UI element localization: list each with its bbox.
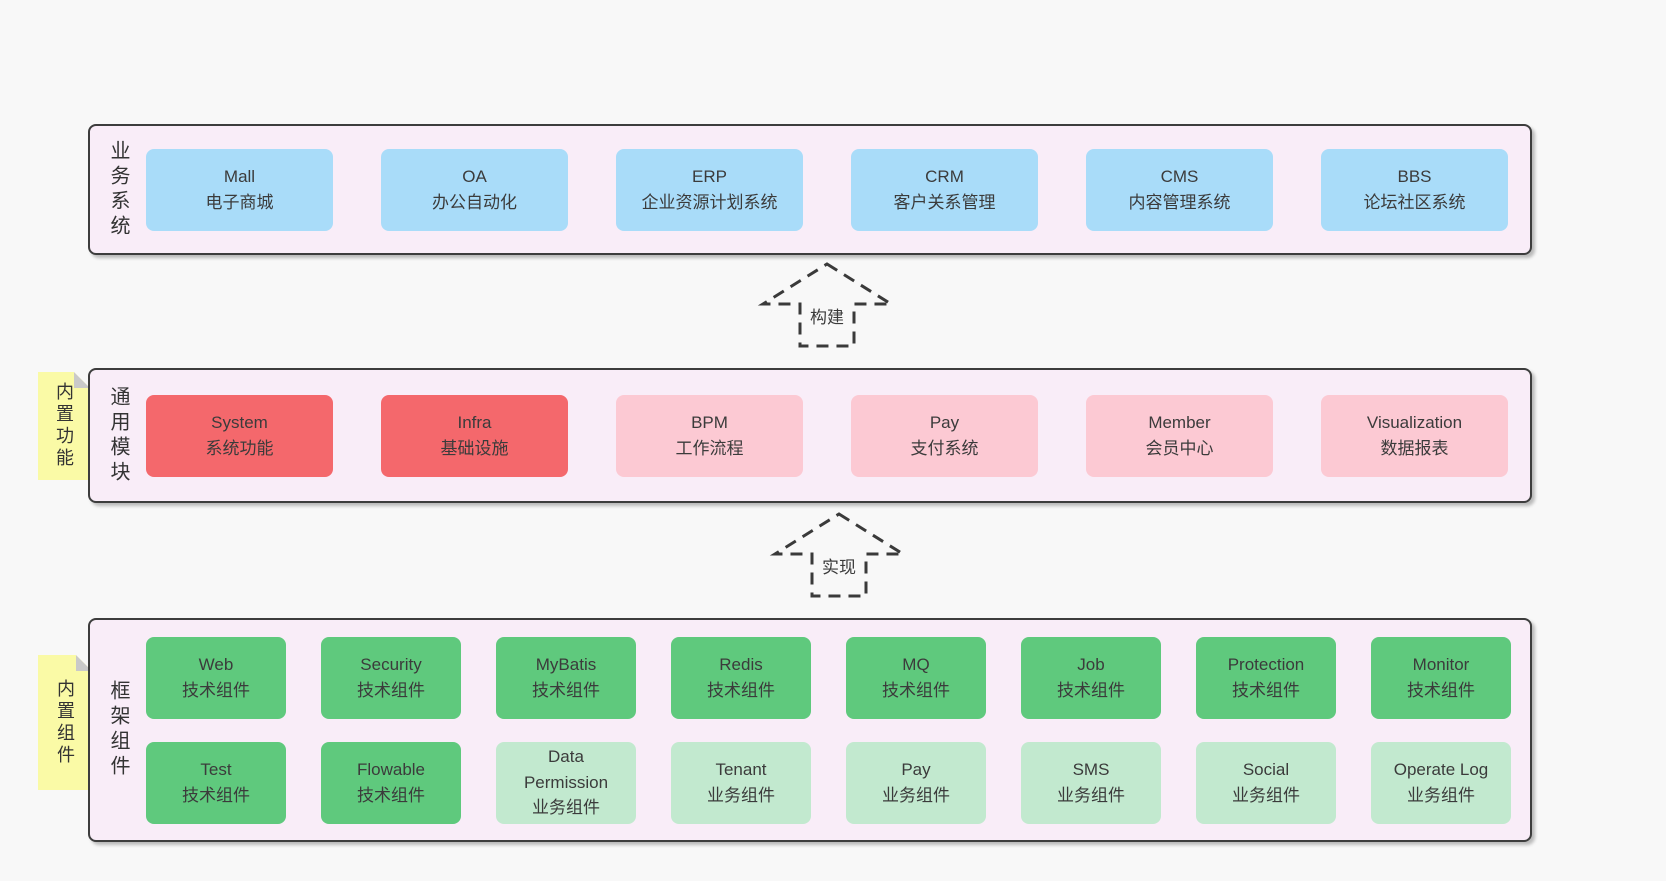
box-crm: CRM 客户关系管理 (851, 148, 1038, 231)
sticky-note-builtin-features: 内置功能 (38, 372, 90, 480)
box-protection: Protection 技术组件 (1196, 636, 1336, 719)
box-system: System 系统功能 (146, 394, 333, 477)
box-infra: Infra 基础设施 (381, 394, 568, 477)
components-row-1: Web 技术组件 Security 技术组件 MyBatis 技术组件 Redi… (146, 636, 1511, 719)
box-bbs: BBS 论坛社区系统 (1321, 148, 1508, 231)
box-web: Web 技术组件 (146, 636, 286, 719)
components-rows: Web 技术组件 Security 技术组件 MyBatis 技术组件 Redi… (146, 636, 1511, 824)
box-security: Security 技术组件 (321, 636, 461, 719)
box-pay-component: Pay 业务组件 (846, 741, 986, 824)
framework-components-panel: 框架组件 Web 技术组件 Security 技术组件 MyBatis 技术组件… (88, 618, 1532, 842)
box-mall: Mall 电子商城 (146, 148, 333, 231)
box-sms: SMS 业务组件 (1021, 741, 1161, 824)
box-tenant: Tenant 业务组件 (671, 741, 811, 824)
box-visualization: Visualization 数据报表 (1321, 394, 1508, 477)
sticky-note-label: 内置组件 (55, 678, 75, 767)
box-pay-module: Pay 支付系统 (851, 394, 1038, 477)
build-arrow-icon: 构建 (757, 261, 897, 349)
box-test: Test 技术组件 (146, 741, 286, 824)
box-job: Job 技术组件 (1021, 636, 1161, 719)
box-erp: ERP 企业资源计划系统 (616, 148, 803, 231)
box-operate-log: Operate Log 业务组件 (1371, 741, 1511, 824)
common-modules-panel: 通用模块 System 系统功能 Infra 基础设施 BPM 工作流程 Pay… (88, 368, 1532, 503)
box-flowable: Flowable 技术组件 (321, 741, 461, 824)
components-row-2: Test 技术组件 Flowable 技术组件 Data Permission … (146, 741, 1511, 824)
box-mybatis: MyBatis 技术组件 (496, 636, 636, 719)
box-monitor: Monitor 技术组件 (1371, 636, 1511, 719)
box-social: Social 业务组件 (1196, 741, 1336, 824)
box-bpm: BPM 工作流程 (616, 394, 803, 477)
panel-label-business: 业务系统 (107, 139, 129, 240)
modules-boxes-row: System 系统功能 Infra 基础设施 BPM 工作流程 Pay 支付系统… (146, 394, 1508, 477)
box-mq: MQ 技术组件 (846, 636, 986, 719)
box-data-permission: Data Permission 业务组件 (496, 741, 636, 824)
sticky-note-builtin-components: 内置组件 (38, 655, 92, 790)
box-member: Member 会员中心 (1086, 394, 1273, 477)
business-systems-panel: 业务系统 Mall 电子商城 OA 办公自动化 ERP 企业资源计划系统 CRM… (88, 124, 1532, 255)
box-redis: Redis 技术组件 (671, 636, 811, 719)
panel-label-modules: 通用模块 (107, 385, 129, 486)
box-cms: CMS 内容管理系统 (1086, 148, 1273, 231)
implement-arrow-icon: 实现 (769, 511, 909, 599)
sticky-note-label: 内置功能 (54, 382, 74, 470)
panel-label-components: 框架组件 (107, 680, 129, 780)
build-arrow-label: 构建 (806, 303, 848, 328)
implement-arrow-label: 实现 (818, 553, 860, 578)
business-boxes-row: Mall 电子商城 OA 办公自动化 ERP 企业资源计划系统 CRM 客户关系… (146, 148, 1508, 231)
box-oa: OA 办公自动化 (381, 148, 568, 231)
